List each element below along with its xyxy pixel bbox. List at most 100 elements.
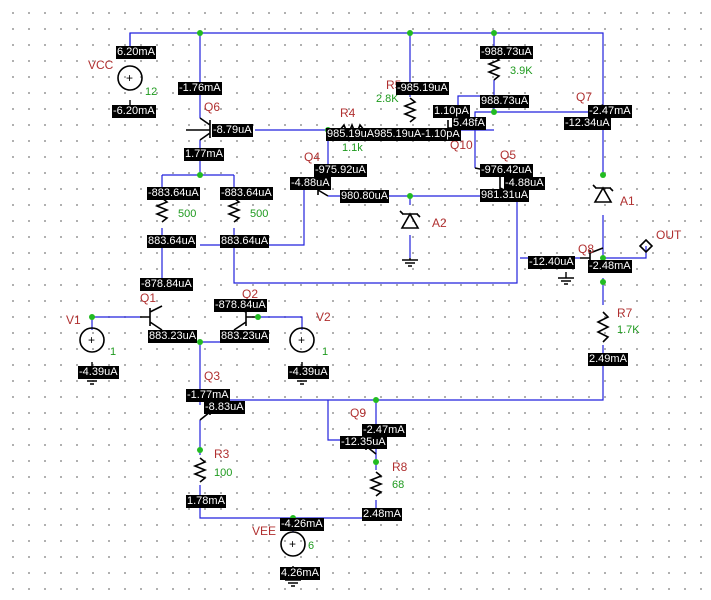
probe-q3-base: -8.83uA [204,401,245,414]
probe-q5-base: -4.88uA [504,177,545,190]
label-q9: Q9 [350,406,367,420]
label-r3: R3 [214,447,230,461]
label-vee: VEE [252,524,277,538]
plus-icon: + [126,71,133,85]
wire-r7-down [199,345,604,405]
probe-r2-top: -883.64uA [220,187,273,200]
resistor-r5 [402,97,418,123]
node-dot [197,339,203,345]
probe-q6-base: -8.79uA [212,124,253,137]
source-vcc [117,65,143,91]
probe-v2-current: -4.39uA [288,366,329,379]
probe-vee-top: -4.26mA [280,518,324,531]
probe-r7-current: 2.49mA [588,353,628,366]
probe-vcc-top: 6.20mA [116,46,156,59]
label-r7: R7 [617,306,633,320]
node-dot [600,172,606,178]
probe-q9-base: -12.35uA [340,436,387,449]
probe-r5-top: -985.19uA [396,82,449,95]
probe-v1-current: -4.39uA [78,366,119,379]
probe-vee-bottom: 4.26mA [280,567,320,580]
label-out: OUT [656,228,682,242]
label-q2: Q2 [242,287,259,301]
probe-q7-base: -12.34uA [564,117,611,130]
plus-icon: + [88,333,95,347]
label-q8: Q8 [578,242,595,256]
label-q7: Q7 [576,90,593,104]
ground-icon [402,258,418,267]
node-dot [89,314,95,320]
node-dot [373,397,379,403]
node-dot [600,255,606,261]
probe-q9-collector: -2.47mA [362,424,406,437]
sources: + + + + [79,65,315,557]
node-dot [373,459,379,465]
probe-q1-emitter: 883.23uA [148,330,198,343]
label-q1: Q1 [140,291,157,305]
node-dot [197,447,203,453]
value-r5: 2.8K [376,93,399,105]
value-r6: 3.9K [510,65,533,77]
value-v2: 1 [322,346,329,358]
source-vee [280,531,306,557]
probe-r6-bottom: 988.73uA [480,95,530,108]
output-terminal-icon [638,238,654,254]
probe-q8-base: -12.40uA [528,256,575,269]
resistor-r8 [368,471,384,497]
node-dot [491,30,497,36]
label-v1: V1 [66,313,81,327]
probe-r1-bottom: 883.64uA [147,235,197,248]
probe-r1-top: -883.64uA [147,187,200,200]
label-vcc: VCC [88,58,114,72]
probe-q5-collector: -976.42uA [480,164,533,177]
resistor-r4 [339,122,365,138]
value-vee: 6 [308,540,315,552]
value-r1: 500 [178,208,197,220]
label-v2: V2 [316,310,331,324]
label-r8: R8 [392,460,408,474]
resistor-r7 [596,311,610,343]
probe-r4-row: 985.19uA985.19uA-1.10pA [326,128,461,141]
value-vcc: 12 [145,86,158,98]
label-q6: Q6 [204,100,221,114]
probe-q8-emitter: -2.48mA [588,260,632,273]
node-dot [600,279,606,285]
probe-r6-top: -988.73uA [480,46,533,59]
probe-r8-current: 2.48mA [362,508,402,521]
wire-out [603,246,647,259]
label-r4: R4 [340,106,356,120]
probe-q3-collector: -1.77mA [186,389,230,402]
probe-q4-collector: -975.92uA [314,164,367,177]
probe-q5-emitter: 981.31uA [480,189,530,202]
probe-q10-a: 1.10pA [433,105,470,118]
probe-vcc-bottom: -6.20mA [112,105,156,118]
plus-icon: + [298,333,305,347]
label-q5: Q5 [500,148,517,162]
resistor-r3 [192,457,208,483]
label-a1: A1 [620,194,635,208]
plus-icon: + [289,537,296,551]
probe-q4-emitter: 980.80uA [340,190,390,203]
transistor-q2 [233,305,256,331]
wire-r3-down [199,485,377,519]
zener-a2 [399,210,421,229]
value-r8: 68 [392,479,405,491]
value-r2: 500 [250,208,269,220]
node-dot [407,193,413,199]
probe-q7-collector: -2.47mA [588,105,632,118]
label-q10: Q10 [450,138,473,152]
probe-q10-b: 5.48fA [452,117,486,130]
probe-q6-emitter: 1.77mA [184,148,224,161]
wire-q2-base [258,316,303,330]
source-v1 [79,327,105,353]
resistor-r2 [226,197,242,223]
probe-q2-emitter: 883.23uA [220,330,270,343]
transistor-q6 [186,117,211,141]
node-dot [197,172,203,178]
zener-a1 [592,184,614,203]
probe-r2-bottom: 883.64uA [220,235,270,248]
resistors [154,55,610,497]
probe-q6-collector: -1.76mA [178,82,222,95]
ground-icon [558,272,574,285]
